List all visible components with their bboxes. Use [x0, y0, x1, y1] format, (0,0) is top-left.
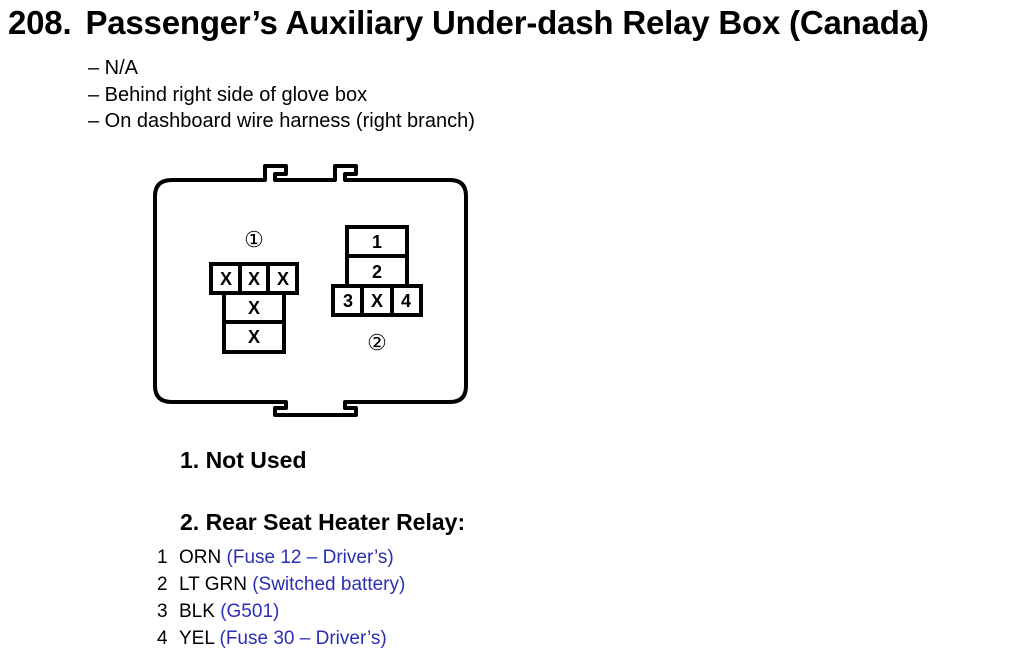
wire-color: YEL [179, 628, 215, 649]
pin-note: (Switched battery) [252, 574, 406, 595]
section-number: 208. [8, 4, 72, 41]
pin-row: 1 ORN (Fuse 12 – Driver’s) [157, 544, 405, 571]
socket-1-terminal: X [248, 327, 260, 347]
wire-color: LT GRN [179, 574, 247, 595]
legend-item-2: 2. Rear Seat Heater Relay: [180, 509, 466, 535]
legend-item-1: 1. Not Used [180, 447, 307, 473]
location-item: – N/A [88, 57, 139, 79]
socket-1-terminal: X [277, 269, 289, 289]
socket-2: 1 2 3 X 4 ② [331, 225, 423, 355]
page-title: 208. Passenger’s Auxiliary Under-dash Rel… [8, 4, 929, 42]
socket-1: ① X X X X X [209, 227, 299, 354]
pin-row: 2 LT GRN (Switched battery) [157, 571, 405, 598]
wire-color: BLK [179, 601, 215, 622]
socket-1-terminal: X [248, 298, 260, 318]
socket-2-terminal: 3 [343, 291, 353, 311]
pin-number: 2 [157, 574, 168, 595]
location-list: – N/A – Behind right side of glove box –… [88, 55, 475, 135]
pin-number: 3 [157, 601, 168, 622]
socket-2-bottom-row [331, 284, 423, 317]
socket-1-terminal: X [248, 269, 260, 289]
socket-2-terminal: 4 [401, 291, 411, 311]
wire-color: ORN [179, 547, 222, 568]
pin-number: 4 [157, 628, 168, 649]
socket-1-label: ① [244, 227, 264, 252]
socket-2-terminal: X [371, 291, 383, 311]
relay-box-outline [153, 164, 468, 417]
location-item: – On dashboard wire harness (right branc… [88, 110, 475, 132]
socket-2-terminal: 2 [372, 262, 382, 282]
location-item: – Behind right side of glove box [88, 83, 368, 106]
socket-1-terminal: X [220, 269, 232, 289]
pin-row: 4 YEL (Fuse 30 – Driver’s) [157, 625, 405, 652]
pin-note: (Fuse 12 – Driver’s) [226, 547, 394, 568]
socket-1-cell [222, 320, 286, 354]
pin-number: 1 [157, 547, 168, 568]
socket-2-terminal: 1 [372, 232, 382, 252]
pin-note: (G501) [220, 601, 280, 622]
pin-list: 1 ORN (Fuse 12 – Driver’s) 2 LT GRN (Switc… [157, 544, 405, 652]
section-title: Passenger’s Auxiliary Under-dash Relay B… [85, 4, 929, 41]
pin-note: (Fuse 30 – Driver’s) [219, 628, 387, 649]
socket-2-label: ② [367, 330, 387, 355]
pin-row: 3 BLK (G501) [157, 598, 405, 625]
